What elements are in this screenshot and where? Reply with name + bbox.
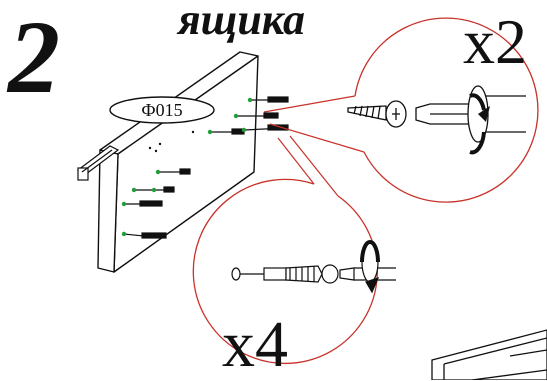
dowel-quantity-label: x4 [222, 308, 288, 381]
next-panel-fragment [431, 329, 547, 380]
step-title: ящика [178, 0, 305, 44]
fasteners-on-panel [123, 96, 289, 239]
panel-holes [148, 130, 195, 153]
screw-callout [263, 17, 539, 203]
rotation-arrow-icon [469, 93, 490, 155]
part-code-label: Ф015 [141, 100, 183, 120]
part-code-oval [109, 96, 215, 124]
pilot-holes [121, 97, 253, 237]
step-number: 2 [8, 0, 60, 115]
cam-dowel-icon [231, 240, 396, 294]
screw-quantity-label: x2 [463, 6, 527, 77]
drawer-panel [97, 51, 259, 273]
side-rail [76, 145, 120, 181]
wood-screw-icon [347, 100, 407, 128]
